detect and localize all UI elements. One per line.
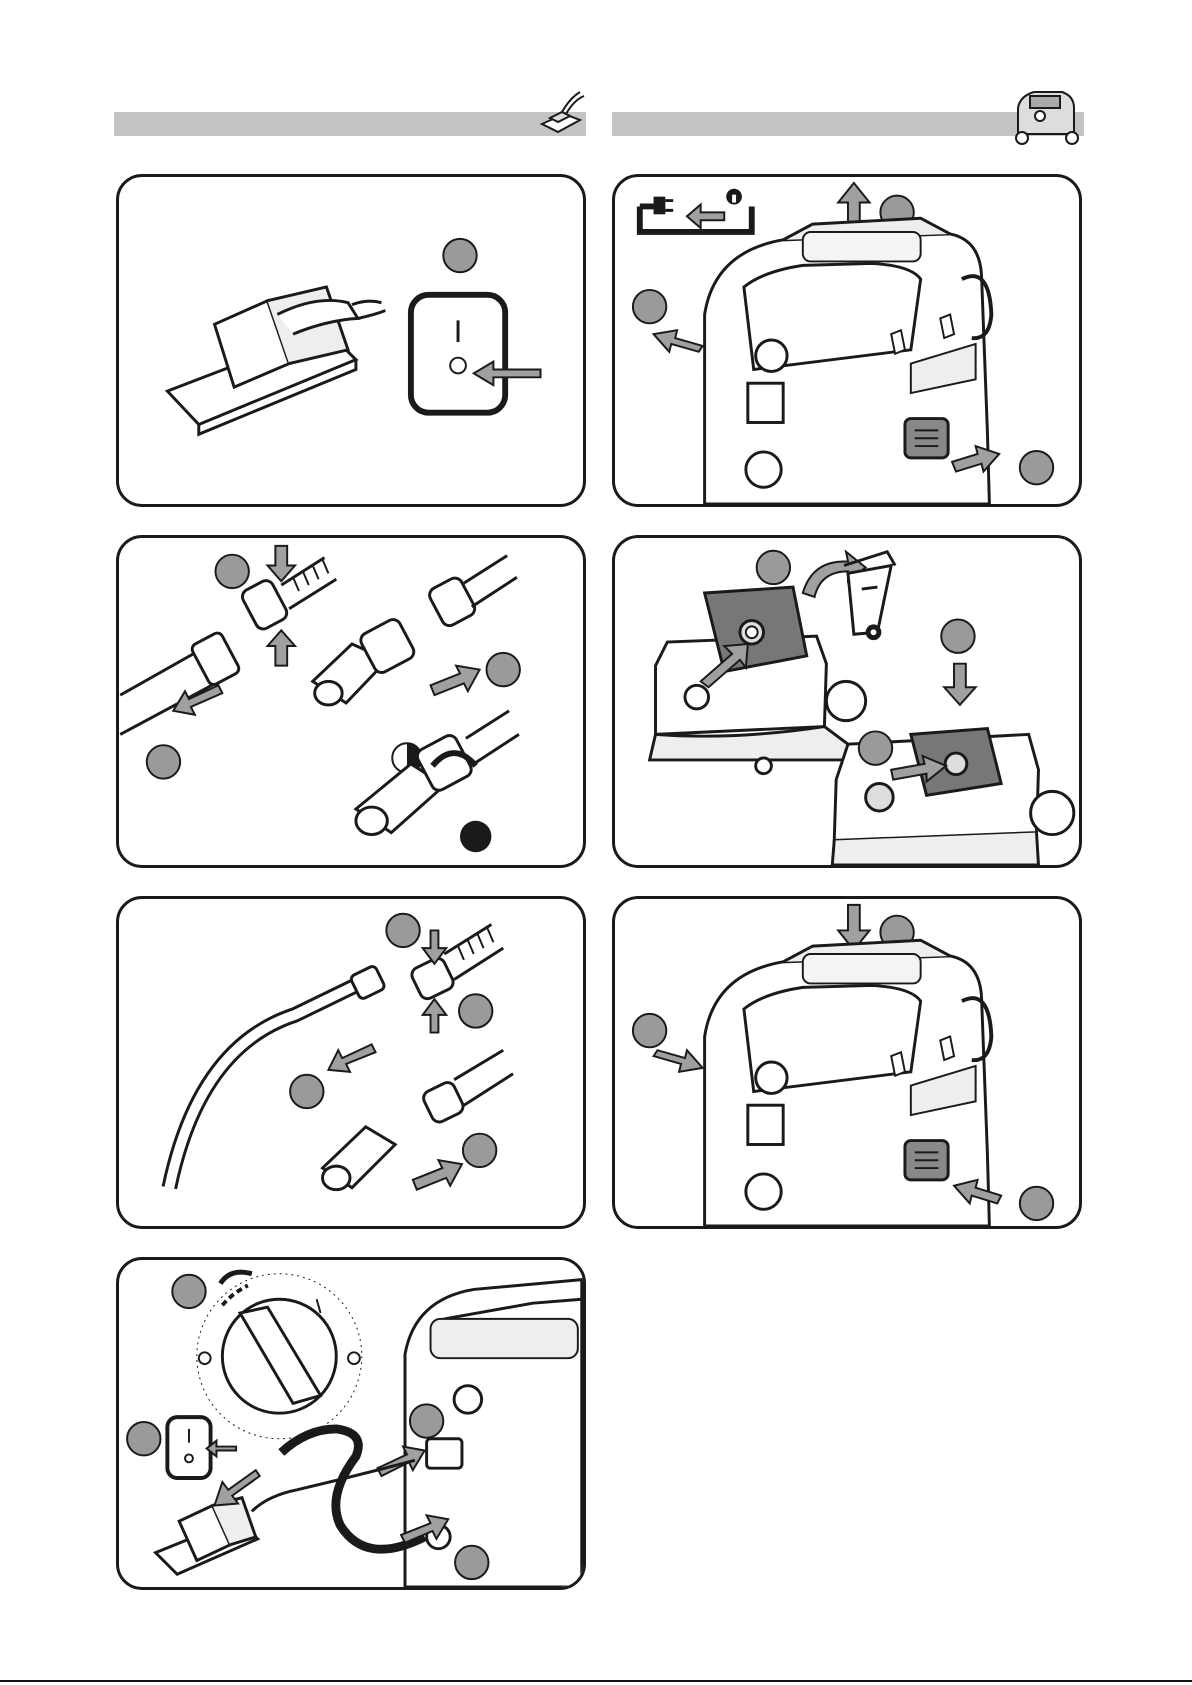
panel-replace-filter-bag: [612, 535, 1082, 868]
step-badge: [633, 290, 666, 323]
vacuum-cleaner-icon: [1010, 82, 1082, 148]
left-section-header-bar: [114, 112, 586, 136]
socket-icon: [427, 1439, 462, 1468]
step-badge: [455, 1546, 488, 1579]
sander-icon: [156, 1498, 258, 1575]
sander-icon: [167, 287, 385, 434]
arrow-icon: [413, 1160, 462, 1189]
rotary-dial-icon: [197, 1274, 362, 1439]
step-badge: [172, 1275, 205, 1308]
step-badge: [757, 551, 790, 584]
sander-icon: [536, 84, 586, 142]
adapter-icon: [323, 1050, 514, 1189]
step-badge: [290, 1075, 323, 1108]
adapter-icon: [356, 711, 519, 835]
step-badge: [633, 1014, 666, 1047]
hose-icon: [409, 925, 503, 1002]
filled-circle-icon: [460, 821, 491, 852]
panel-attach-hose-adapter: [116, 535, 586, 868]
step-badge: [1020, 451, 1053, 484]
arrow-icon: [431, 666, 480, 695]
vacuum-cleaner-icon: [705, 218, 992, 504]
arrow-icon: [268, 630, 295, 665]
arrow-icon: [268, 546, 295, 581]
filter-bag-icon: [705, 587, 807, 671]
panel-open-vacuum: [612, 174, 1082, 507]
step-badge: [941, 620, 974, 653]
step-badge: [463, 1134, 496, 1167]
step-badge: [127, 1422, 160, 1455]
page-footer-rule: [0, 1680, 1192, 1682]
arrow-icon: [423, 999, 447, 1032]
step-badge: [859, 731, 892, 764]
unplug-icon: [640, 189, 752, 232]
power-switch-icon: [167, 1417, 210, 1478]
panel-close-vacuum: [612, 896, 1082, 1229]
panel-switch-tool-off: [116, 174, 586, 507]
power-switch-icon: [411, 295, 505, 413]
panel-attach-suction-tube: [116, 896, 586, 1229]
step-badge: [487, 653, 520, 686]
panel-connect-power-tool: [116, 1257, 586, 1590]
step-badge: [443, 239, 476, 272]
step-badge: [459, 994, 492, 1027]
arrow-icon: [654, 330, 703, 352]
step-badge: [386, 914, 419, 947]
vacuum-cleaner-icon: [705, 940, 992, 1226]
step-badge: [1020, 1187, 1053, 1220]
step-badge: [410, 1404, 443, 1437]
arrow-icon: [944, 664, 975, 705]
step-badge: [215, 555, 248, 588]
adapter-icon: [313, 556, 517, 705]
arrow-icon: [328, 1044, 375, 1071]
step-badge: [147, 745, 180, 778]
arrow-icon: [654, 1050, 703, 1072]
